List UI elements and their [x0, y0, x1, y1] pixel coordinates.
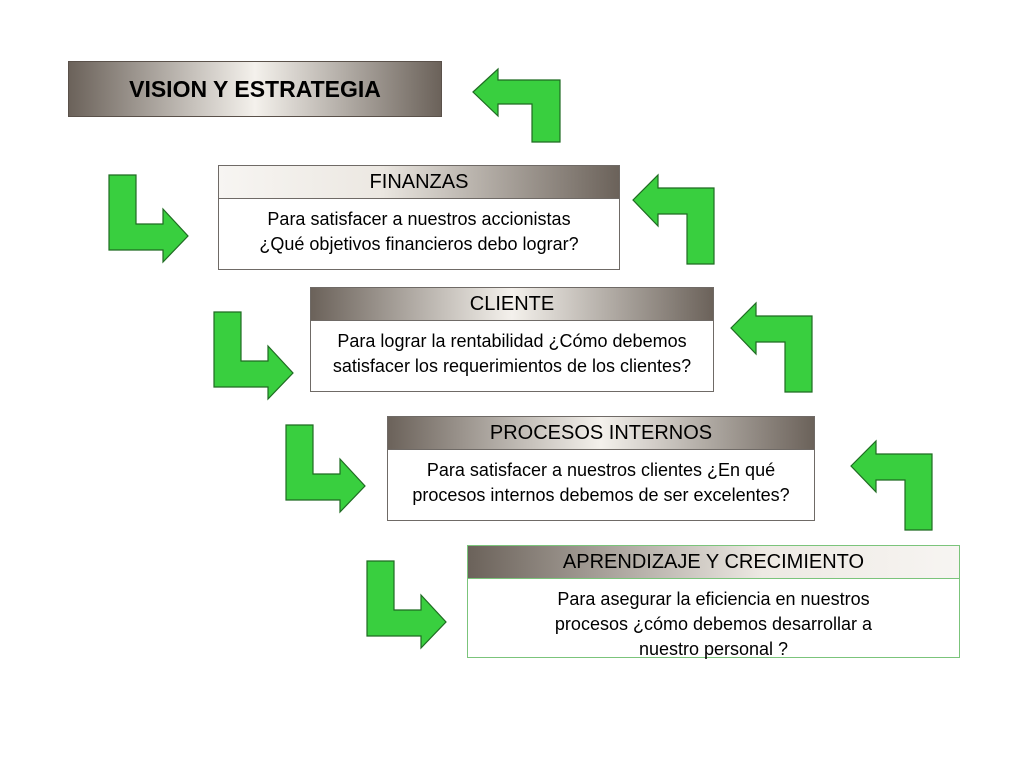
arrow-down-right-icon	[285, 424, 366, 514]
cliente-line-1: Para lograr la rentabilidad ¿Cómo debemo…	[337, 331, 687, 351]
procesos-internos-line-2: procesos internos debemos de ser excelen…	[412, 485, 790, 505]
cliente-line-2: satisfacer los requerimientos de los cli…	[332, 356, 692, 376]
aprendizaje-crecimiento-box: APRENDIZAJE Y CRECIMIENTO Para asegurar …	[467, 545, 960, 659]
procesos-internos-heading: PROCESOS INTERNOS	[388, 417, 814, 450]
finanzas-line-1: Para satisfacer a nuestros accionistas	[267, 209, 571, 229]
finanzas-line-2: ¿Qué objetivos financieros debo lograr?	[259, 234, 579, 254]
procesos-internos-description: Para satisfacer a nuestros clientes ¿En …	[388, 450, 814, 508]
procesos-internos-line-1: Para satisfacer a nuestros clientes ¿En …	[426, 460, 776, 480]
arrow-up-left-icon	[850, 439, 933, 531]
arrow-down-right-icon	[213, 311, 294, 401]
arrow-down-right-icon	[108, 174, 189, 264]
vision-strategy-title: VISION Y ESTRATEGIA	[68, 61, 442, 117]
procesos-internos-box: PROCESOS INTERNOS Para satisfacer a nues…	[387, 416, 815, 521]
arrow-down-right-icon	[366, 560, 447, 650]
cliente-heading: CLIENTE	[311, 288, 713, 321]
aprendizaje-crecimiento-line-2: procesos ¿cómo debemos desarrollar a	[554, 614, 873, 634]
finanzas-description: Para satisfacer a nuestros accionistas ¿…	[219, 199, 619, 257]
arrow-up-left-icon	[632, 173, 715, 265]
arrow-up-left-icon	[472, 67, 561, 143]
cliente-description: Para lograr la rentabilidad ¿Cómo debemo…	[311, 321, 713, 379]
aprendizaje-crecimiento-description: Para asegurar la eficiencia en nuestros …	[468, 579, 959, 662]
aprendizaje-crecimiento-line-3: nuestro personal ?	[638, 639, 789, 659]
arrow-up-left-icon	[730, 301, 813, 393]
aprendizaje-crecimiento-line-1: Para asegurar la eficiencia en nuestros	[557, 589, 870, 609]
aprendizaje-crecimiento-heading: APRENDIZAJE Y CRECIMIENTO	[468, 546, 959, 579]
finanzas-box: FINANZAS Para satisfacer a nuestros acci…	[218, 165, 620, 270]
finanzas-heading: FINANZAS	[219, 166, 619, 199]
cliente-box: CLIENTE Para lograr la rentabilidad ¿Cóm…	[310, 287, 714, 392]
